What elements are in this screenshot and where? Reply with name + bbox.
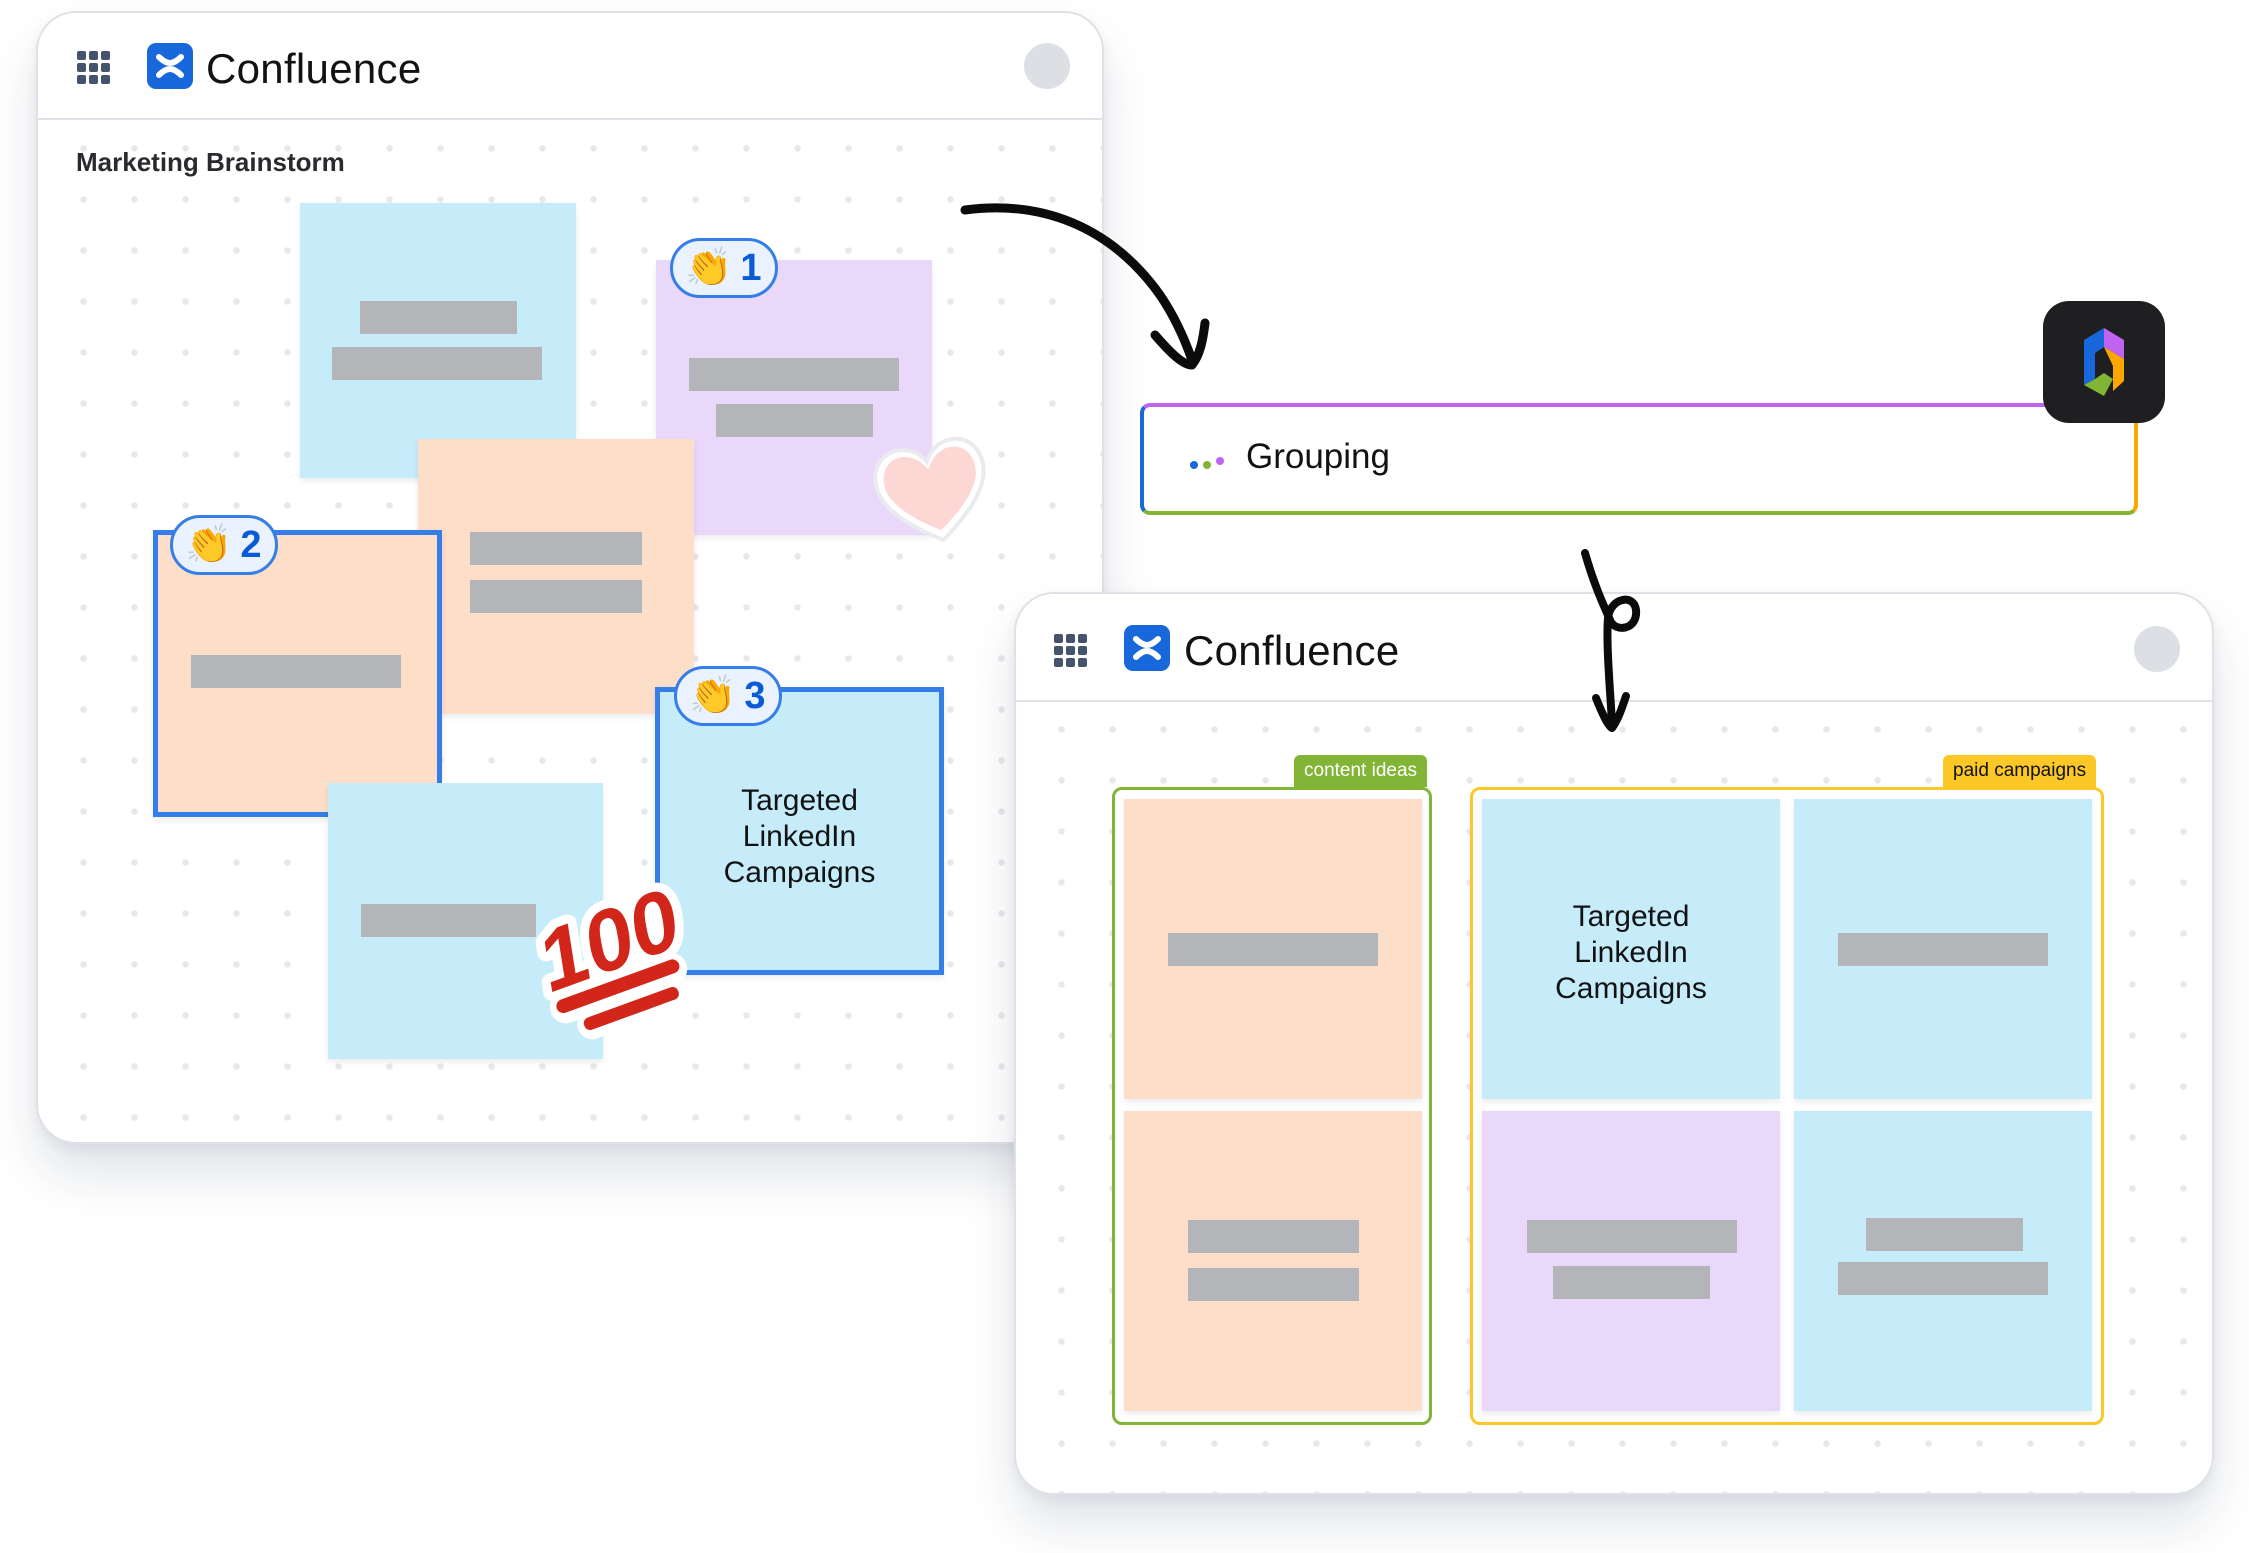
heart-sticker[interactable]: [857, 419, 1009, 563]
note-text-line: LinkedIn: [1574, 936, 1688, 969]
redacted-text-line: [1527, 1220, 1737, 1253]
sticky-note[interactable]: [1124, 799, 1422, 1099]
reaction-badge[interactable]: 👏 1: [670, 238, 779, 298]
note-text-line: Targeted: [741, 784, 858, 817]
redacted-text-line: [1188, 1220, 1359, 1253]
sticky-note[interactable]: [1794, 799, 2092, 1099]
redacted-text-line: [1838, 1262, 2048, 1295]
note-text-line: Targeted: [1572, 900, 1690, 933]
app-header: Confluence: [38, 13, 1102, 120]
redacted-text-line: [689, 358, 899, 391]
sticky-note[interactable]: [300, 203, 576, 478]
note-text-line: LinkedIn: [742, 820, 857, 853]
app-name: Confluence: [206, 45, 422, 92]
hundred-points-sticker[interactable]: 100 100: [516, 862, 701, 1040]
board-title: Marketing Brainstorm: [76, 147, 345, 177]
reaction-badge[interactable]: 👏 2: [170, 515, 279, 575]
redacted-text-line: [360, 301, 517, 334]
group-tag-paid-campaigns[interactable]: paid campaigns: [1943, 755, 2097, 787]
redacted-text-line: [191, 655, 401, 688]
group-frame-paid-campaigns[interactable]: [1470, 787, 2104, 1425]
grouping-label: Grouping: [1246, 437, 1390, 476]
user-avatar[interactable]: [2134, 626, 2180, 672]
sticky-note[interactable]: [1482, 1111, 1780, 1411]
whiteboard-panel-before: Confluence Marketing Brainstorm 👏 1 👏 2 …: [36, 11, 1104, 1144]
reaction-badge[interactable]: 👏 3: [674, 666, 783, 726]
sticky-note[interactable]: Targeted LinkedIn Campaigns: [1482, 799, 1780, 1099]
sticky-note[interactable]: [418, 439, 694, 714]
clapping-hands-icon: 👏: [689, 675, 737, 717]
sticky-note-selected[interactable]: Targeted LinkedIn Campaigns: [655, 687, 944, 975]
redacted-text-line: [1188, 1268, 1359, 1301]
redacted-text-line: [1838, 933, 2048, 966]
whiteboard-panel-after: Confluence content ideas paid campaigns …: [1014, 592, 2214, 1495]
grouping-dots-icon: [1190, 457, 1230, 471]
hand-drawn-arrow-to-grouping: [960, 203, 1210, 370]
atlassian-ai-app-icon[interactable]: [2043, 301, 2165, 423]
confluence-logo-icon[interactable]: [1124, 625, 1170, 671]
clapping-hands-icon: 👏: [185, 524, 233, 566]
redacted-text-line: [470, 532, 642, 565]
group-frame-content-ideas[interactable]: [1112, 787, 1432, 1425]
hand-drawn-arrow-to-result: [1581, 549, 1641, 732]
reaction-count: 2: [240, 523, 262, 566]
note-text-line: Campaigns: [1555, 972, 1707, 1005]
redacted-text-line: [332, 347, 542, 380]
note-text-line: Campaigns: [723, 856, 876, 889]
redacted-text-line: [1553, 1266, 1710, 1299]
app-switcher-grid-icon[interactable]: [1054, 634, 1087, 667]
confluence-logo-icon[interactable]: [147, 43, 193, 89]
redacted-text-line: [1866, 1218, 2023, 1251]
ai-grouping-action[interactable]: Grouping: [1140, 403, 2138, 515]
app-switcher-grid-icon[interactable]: [77, 51, 110, 84]
redacted-text-line: [470, 580, 642, 613]
sticky-note[interactable]: [1124, 1111, 1422, 1411]
sticky-note-selected[interactable]: [153, 530, 442, 817]
redacted-text-line: [716, 404, 873, 437]
app-name: Confluence: [1184, 627, 1400, 674]
group-tag-content-ideas[interactable]: content ideas: [1294, 755, 1428, 787]
redacted-text-line: [1168, 933, 1378, 966]
redacted-text-line: [361, 904, 536, 937]
sticky-note[interactable]: [1794, 1111, 2092, 1411]
reaction-count: 3: [744, 674, 766, 717]
user-avatar[interactable]: [1024, 43, 1070, 89]
reaction-count: 1: [740, 246, 762, 289]
clapping-hands-icon: 👏: [685, 247, 733, 289]
